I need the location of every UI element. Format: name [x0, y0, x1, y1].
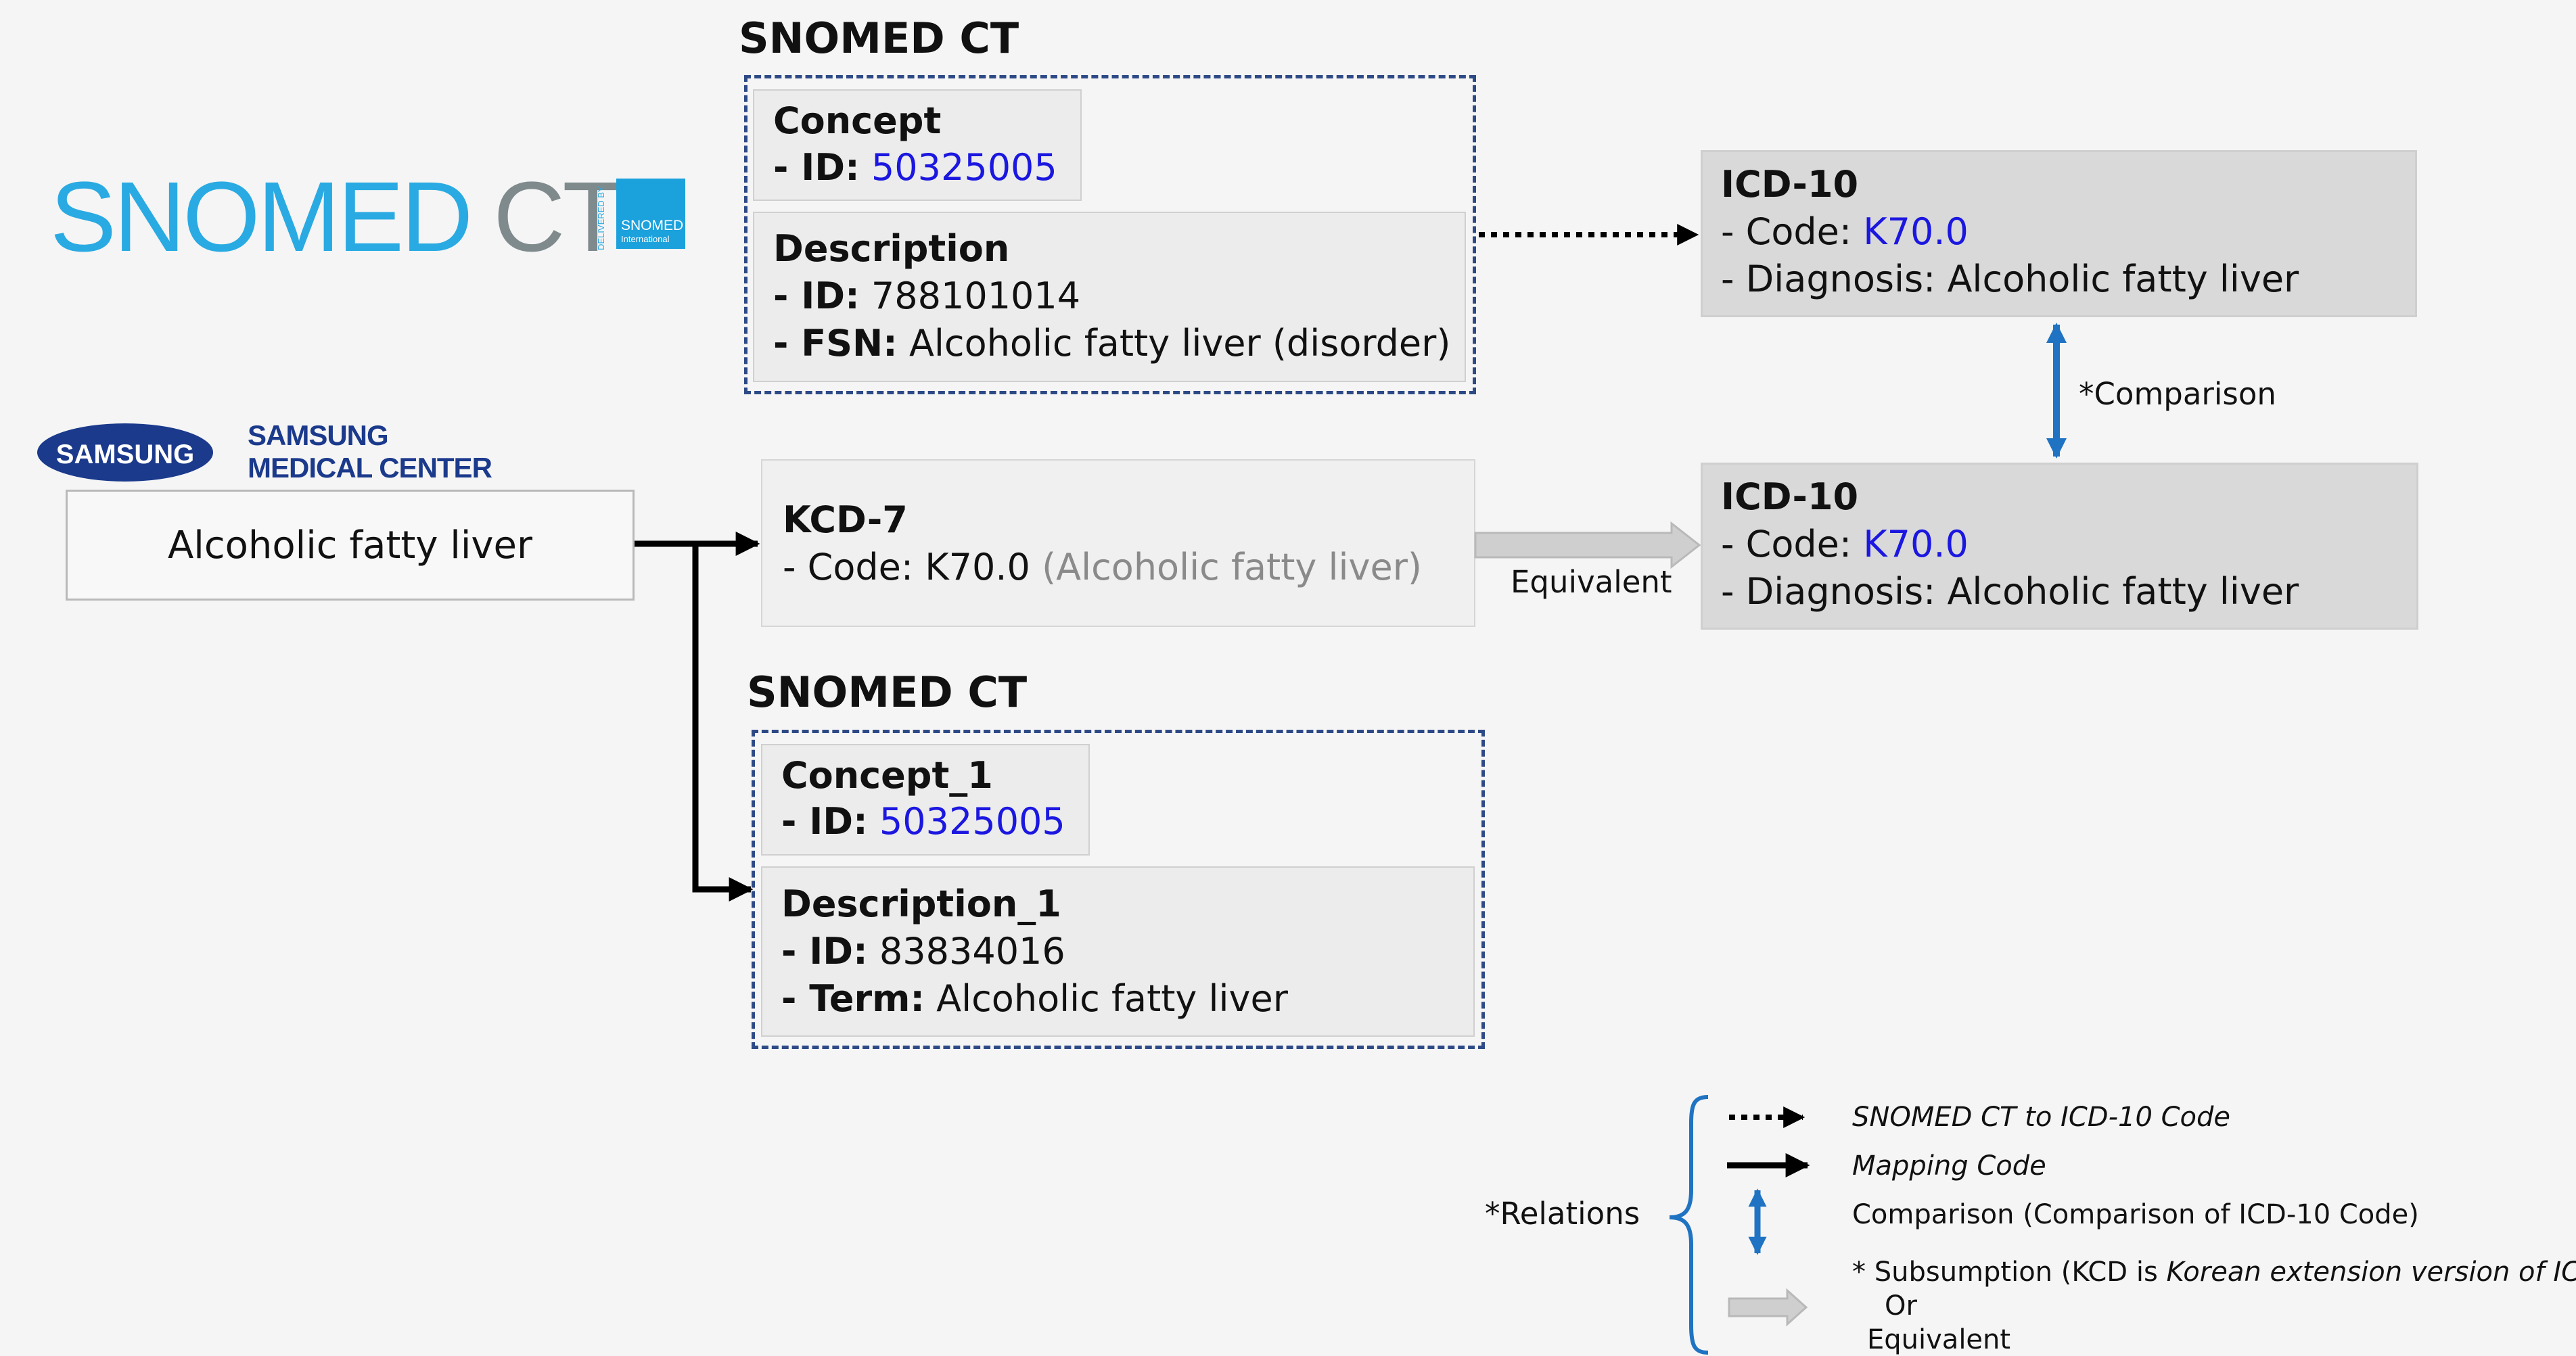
legend-item-subsumption: * Subsumption (KCD is Korean extension v… — [1852, 1257, 2576, 1288]
equivalent-arrow — [1474, 521, 1701, 569]
kcd7-title: KCD-7 — [783, 498, 908, 541]
legend-title: *Relations — [1485, 1196, 1640, 1232]
samsung-line1: SAMSUNG — [248, 419, 389, 451]
badge-line1: SNOMED — [621, 218, 684, 233]
icd10-bottom-code-label: - Code: — [1721, 523, 1852, 565]
source-term-box: Alcoholic fatty liver — [66, 490, 635, 601]
snomed-international-badge — [616, 179, 685, 249]
snomed-bottom-concept-box — [761, 744, 1090, 856]
badge-line2: International — [621, 234, 670, 244]
description1-id-label: - ID: — [781, 930, 868, 973]
samsung-oval-text: SAMSUNG — [56, 440, 194, 469]
icd10-bottom-diagnosis: - Diagnosis: Alcoholic fatty liver — [1721, 570, 2299, 613]
snomed-top-heading: SNOMED CT — [739, 14, 1019, 63]
legend-grey-arrow-icon — [1728, 1288, 1808, 1327]
snomed-top-dashed-box — [744, 75, 1476, 394]
samsung-line2: MEDICAL CENTER — [248, 452, 492, 484]
snomed-top-concept-box — [753, 89, 1082, 201]
icd10-top-code-value: K70.0 — [1863, 210, 1969, 253]
snomed-bottom-description-title: Description_1 — [781, 883, 1061, 925]
snomed-top-description-title: Description — [773, 227, 1010, 270]
subsumption-emphasis: Korean extension version of ICD — [2166, 1257, 2576, 1288]
icd10-top-code-label: - Code: — [1721, 210, 1852, 253]
fsn-value: Alcoholic fatty liver (disorder) — [908, 322, 1451, 365]
description1-id-value: 83834016 — [879, 930, 1065, 973]
fsn-label: - FSN: — [773, 322, 898, 365]
snomed-bottom-description-box — [761, 866, 1475, 1037]
concept-id-value: 50325005 — [871, 146, 1057, 189]
subsumption-prefix: * Subsumption (KCD is — [1852, 1257, 2167, 1288]
legend-item-mapping-code: Mapping Code — [1852, 1150, 2046, 1182]
icd10-bottom-box — [1701, 463, 2418, 630]
kcd7-code-paren: (Alcoholic fatty liver) — [1042, 546, 1422, 588]
mapping-arrow-to-snomed-bottom — [692, 544, 754, 902]
description-id-label: - ID: — [773, 275, 860, 317]
logo-text-snomed: SNOMED — [50, 162, 473, 273]
kcd7-box — [761, 459, 1475, 627]
delivered-by-tag: DELIVERED BY — [596, 186, 606, 250]
concept1-id-value: 50325005 — [879, 800, 1065, 843]
icd10-top-box — [1701, 150, 2417, 317]
icd10-top-diagnosis: - Diagnosis: Alcoholic fatty liver — [1721, 258, 2299, 300]
subsumption-or: Or — [1885, 1290, 1917, 1322]
legend-item-snomed-to-icd: SNOMED CT to ICD-10 Code — [1852, 1102, 2231, 1133]
term-value: Alcoholic fatty liver — [936, 977, 1288, 1020]
logo-text-ct: CT — [493, 162, 623, 273]
comparison-label: *Comparison — [2079, 376, 2276, 412]
samsung-oval-logo: SAMSUNG — [37, 423, 213, 482]
icd10-bottom-title: ICD-10 — [1721, 475, 1859, 518]
snomed-top-concept-title: Concept — [773, 99, 942, 142]
description-id-value: 788101014 — [871, 275, 1081, 317]
icd10-bottom-code-value: K70.0 — [1863, 523, 1969, 565]
equivalent-label: Equivalent — [1511, 564, 1672, 600]
concept1-id-label: - ID: — [781, 800, 868, 843]
snomed-top-description-box — [753, 212, 1466, 382]
legend-brace — [1669, 1095, 1709, 1355]
delivered-by-text: DELIVERED BY — [596, 186, 606, 250]
concept-id-label: - ID: — [773, 146, 860, 189]
subsumption-equivalent: Equivalent — [1867, 1324, 2011, 1355]
snomed-bottom-heading: SNOMED CT — [747, 668, 1028, 717]
term-label: - Term: — [781, 977, 925, 1020]
snomed-bottom-concept-title: Concept_1 — [781, 754, 993, 797]
kcd7-code-text: - Code: K70.0 — [783, 546, 1030, 588]
legend-item-comparison: Comparison (Comparison of ICD-10 Code) — [1852, 1199, 2419, 1230]
icd10-top-title: ICD-10 — [1721, 163, 1859, 206]
source-term-text: Alcoholic fatty liver — [168, 523, 532, 567]
